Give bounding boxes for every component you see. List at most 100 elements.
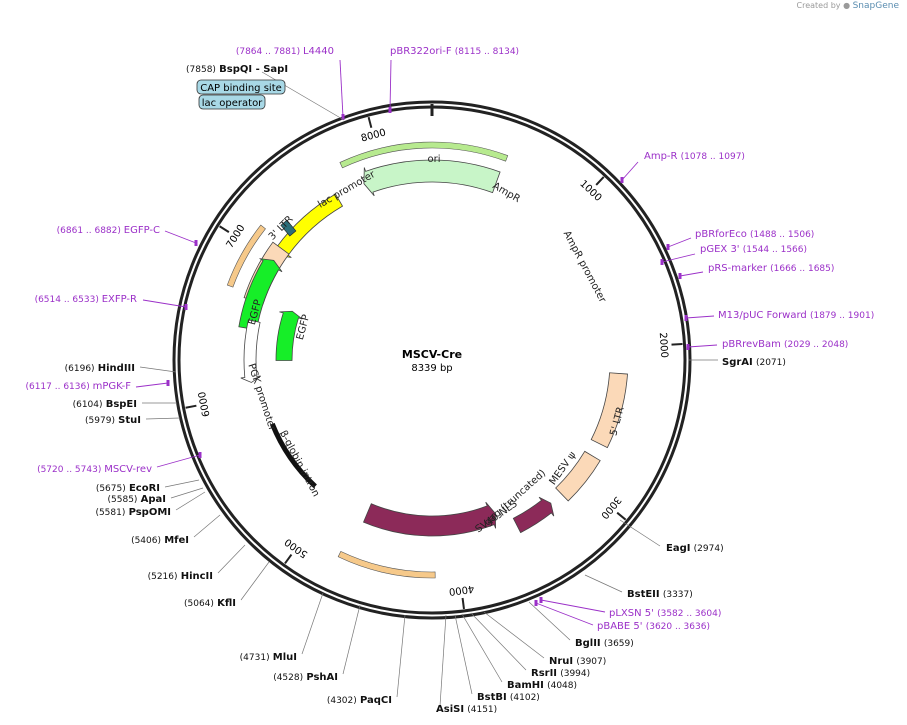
primer-leader-mpgk-f <box>135 382 169 388</box>
feature-egfp-5[interactable] <box>238 258 283 331</box>
primer-label-exfp-r[interactable]: (6514 .. 6533) EXFP-R <box>35 294 137 305</box>
tick-label-4000: 4000 <box>448 583 475 597</box>
feature-ampr-1[interactable] <box>363 159 501 197</box>
credit-brand: SnapGene <box>852 1 899 11</box>
primer-label-l4440[interactable]: (7864 .. 7881) L4440 <box>236 46 334 57</box>
feature-egfp-6[interactable] <box>275 310 303 361</box>
tick-label-2000: 2000 <box>657 332 670 358</box>
site-label-apai[interactable]: (5585) ApaI <box>108 494 167 505</box>
site-label-bspqi[interactable]: (7858) BspQI - SapI <box>186 64 288 75</box>
primer-label-prs-marker[interactable]: pRS-marker (1666 .. 1685) <box>708 263 834 274</box>
ampr-highlight <box>339 141 509 169</box>
site-label-kfli[interactable]: (5064) KflI <box>184 598 236 609</box>
egfp-highlight <box>226 224 266 288</box>
site-label-sgrai[interactable]: SgrAI (2071) <box>722 357 786 368</box>
primer-mark-pbrforeco <box>666 244 670 250</box>
tick-7000 <box>219 225 230 233</box>
site-label-mlui[interactable]: (4731) MluI <box>240 652 297 663</box>
site-leader-bsteii <box>584 574 623 593</box>
primer-mark-exfp-r <box>184 304 188 310</box>
tick-8000 <box>367 116 373 129</box>
primer-leader-exfp-r <box>142 299 187 308</box>
site-label-ecori[interactable]: (5675) EcoRI <box>96 483 160 494</box>
feature-gag-truncated-11[interactable] <box>512 496 555 534</box>
site-leader-pspomi <box>175 491 206 511</box>
site-label-rsrii[interactable]: RsrII (3994) <box>531 668 590 679</box>
primer-label-mpgk-f[interactable]: (6117 .. 6136) mPGK-F <box>25 381 131 392</box>
feature-label-ampr-1: AmpR <box>491 181 522 205</box>
site-leader-bspqi <box>261 71 345 121</box>
primer-label-plxsn-5[interactable]: pLXSN 5' (3582 .. 3604) <box>609 608 721 619</box>
primer-leader-pgex-3 <box>661 253 696 263</box>
lac-operator-box[interactable]: lac operator <box>198 94 266 110</box>
site-leader-mlui <box>301 592 324 655</box>
site-label-bsteii[interactable]: BstEII (3337) <box>627 589 693 600</box>
primer-mark-prs-marker <box>678 273 682 279</box>
primer-label-pbr322ori-f[interactable]: pBR322ori-F (8115 .. 8134) <box>390 46 519 57</box>
cap-binding-site-label: CAP binding site <box>200 83 282 94</box>
site-label-nrui[interactable]: NruI (3907) <box>549 656 606 667</box>
primer-mark-plxsn-5 <box>539 597 543 603</box>
primer-mark-pbabe-5 <box>534 600 538 606</box>
site-label-bamhi[interactable]: BamHI (4048) <box>507 680 577 691</box>
feature-label-globin-intron-8: β-globin intron <box>277 429 321 499</box>
primer-mark-pbrrevbam <box>686 344 690 350</box>
primer-leader-m13-puc-forward <box>685 315 715 319</box>
primer-label-mscv-rev[interactable]: (5720 .. 5743) MSCV-rev <box>37 464 152 475</box>
snapgene-credit: Created by ● SnapGene <box>797 1 900 11</box>
site-label-paqci[interactable]: (4302) PaqCI <box>327 695 392 706</box>
primer-leader-pbr322ori-f <box>389 59 392 111</box>
feature-5-ltr-9[interactable] <box>590 372 628 449</box>
cap-binding-site-box[interactable]: CAP binding site <box>196 79 286 95</box>
tick-label-3000: 3000 <box>598 494 623 521</box>
site-leader-bamhi <box>461 613 503 683</box>
site-label-pshai[interactable]: (4528) PshAI <box>273 672 338 683</box>
primer-label-amp-r[interactable]: Amp-R (1078 .. 1097) <box>644 151 745 162</box>
snapgene-logo-icon: ● <box>843 1 851 10</box>
site-label-pspomi[interactable]: (5581) PspOMI <box>95 507 171 518</box>
site-leader-eagi <box>619 519 661 547</box>
site-label-stui[interactable]: (5979) StuI <box>85 415 141 426</box>
tick-label-8000: 8000 <box>360 127 387 144</box>
feature-pgk-promoter-7[interactable] <box>240 319 261 383</box>
primer-leader-plxsn-5 <box>540 599 606 613</box>
feature-beta-globin-intron[interactable] <box>269 422 317 489</box>
feature-highlights <box>226 141 509 579</box>
primer-label-pbrrevbam[interactable]: pBRrevBam (2029 .. 2048) <box>722 339 848 350</box>
feature-arrows <box>238 159 628 537</box>
feature-cre-13[interactable] <box>362 501 497 537</box>
feature-lac-promoter[interactable] <box>280 219 297 237</box>
site-leader-pshai <box>342 604 361 675</box>
primer-mark-l4440 <box>341 114 345 120</box>
site-leader-nrui <box>483 611 545 659</box>
site-label-bspei[interactable]: (6104) BspEI <box>73 399 137 410</box>
primer-leader-prs-marker <box>679 271 704 277</box>
primer-label-pbrforeco[interactable]: pBRforEco (1488 .. 1506) <box>695 229 814 240</box>
site-label-bstbi[interactable]: BstBI (4102) <box>477 692 540 703</box>
primer-leader-egfp-c <box>164 230 197 244</box>
primer-leader-mscv-rev <box>156 454 201 468</box>
feature-label-ori-0: ori <box>427 154 440 165</box>
site-label-hindiii[interactable]: (6196) HindIII <box>65 363 135 374</box>
feature-mesv-10[interactable] <box>555 450 601 502</box>
site-label-mfei[interactable]: (5406) MfeI <box>131 535 189 546</box>
site-label-hincii[interactable]: (5216) HincII <box>148 571 213 582</box>
primer-leader-pbrrevbam <box>687 344 718 348</box>
site-label-asisi[interactable]: AsiSI (4151) <box>436 704 497 715</box>
primer-label-m13-puc-forward[interactable]: M13/pUC Forward (1879 .. 1901) <box>718 310 874 321</box>
primer-label-pbabe-5[interactable]: pBABE 5' (3620 .. 3636) <box>597 621 710 632</box>
feature-label-pgk-promoter-7: PGK promoter <box>245 362 277 433</box>
site-leader-rsrii <box>470 612 527 671</box>
primer-leader-pbrforeco <box>667 237 692 248</box>
site-leader-ecori <box>164 479 200 488</box>
feature-label-ampr-promoter-2: AmpR promoter <box>561 229 608 305</box>
lac-operator-label: lac operator <box>202 98 263 109</box>
site-label-bglii[interactable]: BglII (3659) <box>575 638 634 649</box>
site-label-eagi[interactable]: EagI (2974) <box>666 543 724 554</box>
tick-4000 <box>461 597 465 610</box>
primer-mark-pbr322ori-f <box>388 107 392 113</box>
primer-label-pgex-3[interactable]: pGEX 3' (1544 .. 1566) <box>700 244 807 255</box>
primer-leader-amp-r <box>621 161 639 181</box>
primer-label-egfp-c[interactable]: (6861 .. 6882) EGFP-C <box>57 225 160 236</box>
